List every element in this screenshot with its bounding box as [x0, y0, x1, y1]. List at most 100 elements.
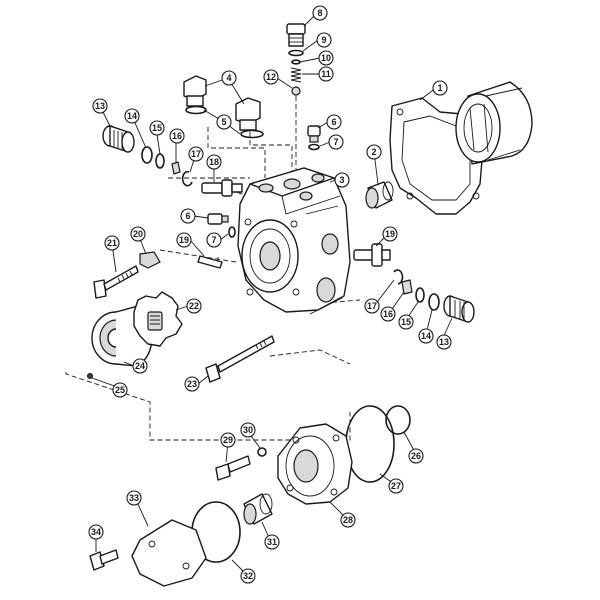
callout-20: 20 — [130, 226, 146, 242]
callout-13-left: 13 — [92, 98, 108, 114]
callout-17-left: 17 — [188, 146, 204, 162]
part-17-ring-left — [181, 170, 193, 187]
part-10-washer — [291, 59, 301, 65]
part-27-oring-large — [345, 405, 395, 483]
callout-11: 11 — [318, 66, 334, 82]
svg-text:4: 4 — [226, 73, 231, 83]
part-33-plate — [131, 519, 207, 587]
svg-text:5: 5 — [221, 117, 226, 127]
callout-4: 4 — [221, 70, 237, 86]
callout-21: 21 — [104, 235, 120, 251]
part-4-plug-left — [183, 75, 207, 107]
part-16-insert-right — [401, 279, 413, 295]
svg-text:27: 27 — [391, 481, 401, 491]
part-34-bolt — [89, 549, 119, 571]
svg-text:28: 28 — [343, 515, 353, 525]
part-5-oring-right — [240, 129, 264, 139]
callout-5: 5 — [216, 114, 232, 130]
svg-text:34: 34 — [91, 527, 101, 537]
callout-19-right: 19 — [382, 226, 398, 242]
part-5-oring-left — [185, 105, 207, 115]
svg-text:1: 1 — [437, 83, 442, 93]
callout-1: 1 — [432, 80, 448, 96]
svg-text:8: 8 — [317, 8, 322, 18]
svg-text:17: 17 — [191, 149, 201, 159]
part-28-cover — [277, 423, 353, 505]
callout-6-top: 6 — [326, 114, 342, 130]
callout-23: 23 — [184, 376, 200, 392]
svg-text:33: 33 — [129, 493, 139, 503]
svg-text:19: 19 — [385, 229, 395, 239]
callout-27: 27 — [388, 478, 404, 494]
part-14-oring-right — [428, 293, 440, 311]
part-11-spring — [290, 67, 302, 83]
svg-text:22: 22 — [189, 301, 199, 311]
part-13-plug-right — [443, 295, 475, 323]
svg-text:9: 9 — [321, 35, 326, 45]
svg-text:13: 13 — [95, 101, 105, 111]
part-19-pin-left — [197, 255, 223, 269]
svg-text:30: 30 — [243, 425, 253, 435]
part-1-bearing — [455, 81, 533, 165]
svg-text:25: 25 — [115, 385, 125, 395]
callout-10: 10 — [318, 50, 334, 66]
callout-18-left: 18 — [206, 154, 222, 170]
svg-text:7: 7 — [333, 137, 338, 147]
part-4-plug-right — [235, 97, 261, 131]
part-21-bolt — [93, 265, 139, 299]
callout-29: 29 — [220, 432, 236, 448]
callout-16-right: 16 — [380, 306, 396, 322]
svg-text:6: 6 — [331, 117, 336, 127]
callout-32: 32 — [240, 568, 256, 584]
svg-text:12: 12 — [266, 72, 276, 82]
part-3-housing — [237, 167, 351, 315]
part-26-oring — [385, 405, 411, 435]
svg-text:15: 15 — [152, 123, 162, 133]
svg-text:16: 16 — [172, 131, 182, 141]
callout-14-left: 14 — [124, 108, 140, 124]
svg-text:32: 32 — [243, 571, 253, 581]
svg-text:14: 14 — [421, 331, 431, 341]
svg-text:19: 19 — [179, 235, 189, 245]
part-29-bolt — [215, 455, 251, 481]
svg-text:23: 23 — [187, 379, 197, 389]
part-30-washer — [257, 447, 267, 457]
callout-12: 12 — [263, 69, 279, 85]
callout-31: 31 — [264, 534, 280, 550]
svg-text:2: 2 — [371, 147, 376, 157]
callout-9: 9 — [316, 32, 332, 48]
callout-24: 24 — [132, 358, 148, 374]
svg-text:29: 29 — [223, 435, 233, 445]
part-12-ball — [291, 86, 301, 96]
part-31-bushing — [243, 493, 273, 525]
callout-22: 22 — [186, 298, 202, 314]
part-9-oring — [288, 49, 304, 57]
callout-15-right: 15 — [398, 314, 414, 330]
svg-text:16: 16 — [383, 309, 393, 319]
callout-30: 30 — [240, 422, 256, 438]
callout-17-right: 17 — [364, 298, 380, 314]
callout-3: 3 — [334, 172, 350, 188]
part-6-fitting-mid — [207, 213, 229, 225]
svg-text:15: 15 — [401, 317, 411, 327]
part-18-fitting-left — [201, 179, 243, 197]
callout-6-mid: 6 — [180, 208, 196, 224]
part-22-gear — [133, 291, 183, 347]
callout-7-mid: 7 — [206, 232, 222, 248]
callout-34: 34 — [88, 524, 104, 540]
part-19-fitting-right — [353, 243, 391, 267]
callout-26: 26 — [408, 448, 424, 464]
svg-text:6: 6 — [185, 211, 190, 221]
svg-text:21: 21 — [107, 238, 117, 248]
svg-text:31: 31 — [267, 537, 277, 547]
svg-text:20: 20 — [133, 229, 143, 239]
callout-8: 8 — [312, 5, 328, 21]
part-16-insert-left — [171, 161, 181, 175]
callout-2: 2 — [366, 144, 382, 160]
svg-text:13: 13 — [439, 337, 449, 347]
callout-28: 28 — [340, 512, 356, 528]
svg-text:7: 7 — [211, 235, 216, 245]
svg-text:3: 3 — [339, 175, 344, 185]
part-7-oring-top — [308, 143, 320, 151]
